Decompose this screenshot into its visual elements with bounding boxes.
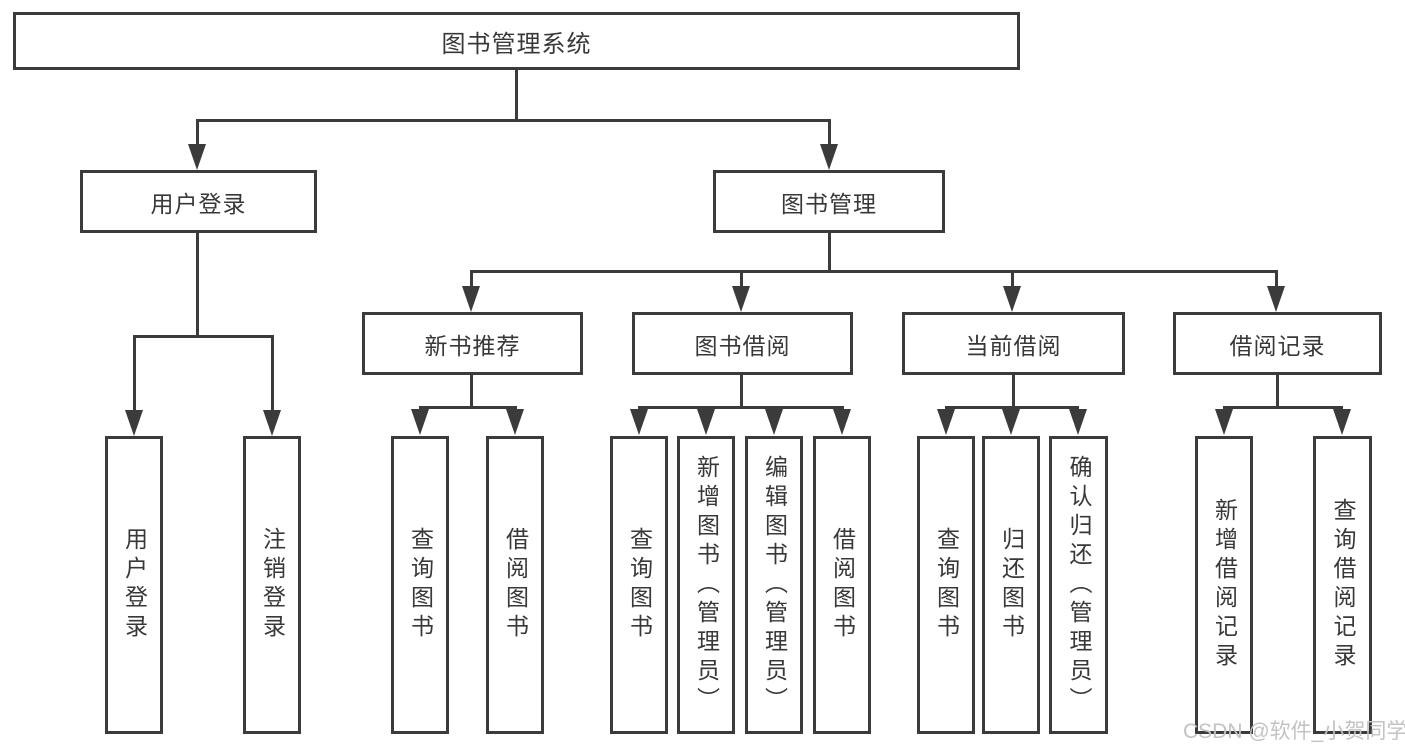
connector-line	[271, 335, 274, 412]
arrow-down-icon	[1003, 286, 1021, 312]
node-book-borrowing: 图书借阅	[632, 312, 853, 375]
arrow-down-icon	[1215, 409, 1233, 435]
leaf-edit-books-admin: 编辑图书（管理员）	[745, 436, 803, 734]
leaf-logout: 注销登录	[243, 436, 301, 734]
arrow-down-icon	[833, 409, 851, 435]
node-book-management: 图书管理	[713, 170, 945, 233]
leaf-add-books-admin: 新增图书（管理员）	[677, 436, 735, 734]
arrow-down-icon	[732, 286, 750, 312]
node-current-borrowing: 当前借阅	[902, 312, 1125, 375]
leaf-query-books: 查询图书	[391, 436, 449, 734]
connector-line	[419, 406, 517, 409]
arrow-down-icon	[1267, 286, 1285, 312]
arrow-down-icon	[937, 409, 955, 435]
connector-line	[740, 270, 743, 288]
node-borrowing-records: 借阅记录	[1173, 312, 1382, 375]
leaf-borrow-books: 借阅图书	[486, 436, 544, 734]
node-user-login: 用户登录	[80, 170, 317, 233]
arrow-down-icon	[1002, 409, 1020, 435]
arrow-down-icon	[506, 409, 524, 435]
leaf-borrow-books: 借阅图书	[813, 436, 871, 734]
arrow-down-icon	[411, 409, 429, 435]
connector-line	[1011, 270, 1014, 288]
connector-line	[196, 233, 199, 337]
connector-line	[828, 119, 831, 147]
leaf-query-borrowing-record: 查询借阅记录	[1313, 436, 1372, 734]
arrow-down-icon	[765, 409, 783, 435]
connector-line	[945, 406, 1079, 409]
connector-line	[515, 70, 518, 122]
connector-line	[638, 406, 844, 409]
arrow-down-icon	[820, 144, 838, 170]
node-library-management-system: 图书管理系统	[13, 12, 1020, 70]
connector-line	[1276, 375, 1279, 408]
arrow-down-icon	[462, 286, 480, 312]
arrow-down-icon	[630, 409, 648, 435]
connector-line	[740, 375, 743, 408]
connector-line	[1012, 375, 1015, 408]
node-new-book-recommendation: 新书推荐	[362, 312, 583, 375]
connector-line	[196, 119, 199, 147]
connector-line	[133, 335, 274, 338]
connector-line	[470, 270, 1278, 273]
leaf-add-borrowing-record: 新增借阅记录	[1195, 436, 1253, 734]
arrow-down-icon	[263, 410, 281, 436]
leaf-query-books: 查询图书	[917, 436, 975, 734]
arrow-down-icon	[1333, 409, 1351, 435]
leaf-query-books: 查询图书	[610, 436, 668, 734]
connector-line	[470, 375, 473, 408]
leaf-confirm-return-admin: 确认归还（管理员）	[1049, 436, 1108, 734]
arrow-down-icon	[125, 410, 143, 436]
leaf-return-books: 归还图书	[982, 436, 1040, 734]
connector-line	[196, 119, 831, 122]
arrow-down-icon	[697, 409, 715, 435]
connector-line	[828, 233, 831, 273]
connector-line	[1223, 406, 1343, 409]
connector-line	[470, 270, 473, 288]
arrow-down-icon	[188, 144, 206, 170]
leaf-user-login: 用户登录	[105, 436, 163, 734]
connector-line	[133, 335, 136, 412]
connector-line	[1275, 270, 1278, 288]
csdn-watermark: CSDN @软件_小贺同学	[1183, 720, 1405, 743]
arrow-down-icon	[1069, 409, 1087, 435]
